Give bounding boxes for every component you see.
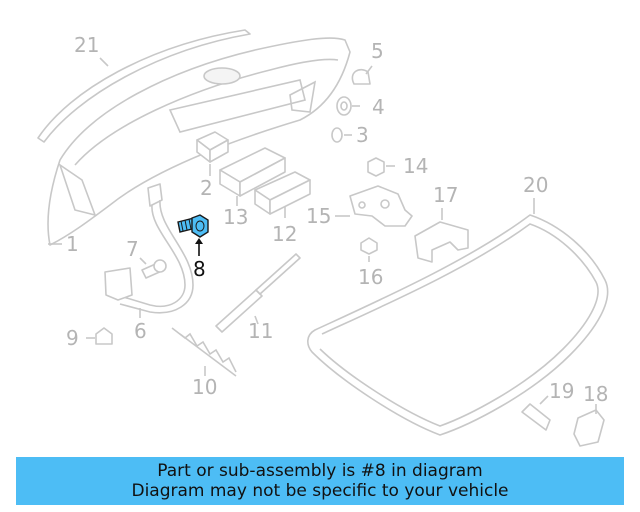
part-9-clip (86, 327, 113, 345)
banner-line-2: Diagram may not be specific to your vehi… (131, 481, 509, 501)
part-16-stud (360, 237, 378, 262)
callout-1: 1 (66, 232, 79, 256)
callout-15: 15 (306, 204, 331, 228)
part-2-bump-stop (196, 131, 229, 176)
callout-4: 4 (372, 95, 385, 119)
callout-7: 7 (126, 237, 139, 261)
callout-12: 12 (272, 222, 297, 246)
callout-3: 3 (356, 123, 369, 147)
callout-14: 14 (403, 154, 428, 178)
part-17-striker (414, 208, 469, 263)
part-7-bolt (139, 257, 167, 279)
callout-10: 10 (192, 375, 217, 399)
callout-16: 16 (358, 265, 383, 289)
part-18-stop (573, 404, 605, 447)
callout-19: 19 (549, 379, 574, 403)
part-12-switch (254, 171, 311, 218)
part-8-bolt (177, 214, 209, 256)
banner-line-1: Part or sub-assembly is #8 in diagram (157, 461, 483, 481)
callout-21: 21 (74, 33, 99, 57)
callout-11: 11 (248, 319, 273, 343)
part-21-molding (37, 29, 251, 143)
callout-2: 2 (200, 176, 213, 200)
callout-8: 8 (193, 257, 206, 281)
part-6-hinge (104, 183, 194, 318)
part-10-spring (171, 327, 237, 377)
part-19-bumper-pin (521, 395, 551, 431)
callout-9: 9 (66, 326, 79, 350)
part-3-washer (331, 127, 352, 143)
part-15-latch (335, 185, 413, 227)
diagram-notice-banner: Part or sub-assembly is #8 in diagram Di… (16, 457, 624, 505)
callout-6: 6 (134, 319, 147, 343)
callout-5: 5 (371, 39, 384, 63)
part-13-handle (219, 147, 286, 206)
callout-20: 20 (523, 173, 548, 197)
part-4-grommet (336, 96, 360, 116)
callout-13: 13 (223, 205, 248, 229)
callout-17: 17 (433, 183, 458, 207)
part-14-nut (367, 157, 395, 177)
callout-18: 18 (583, 382, 608, 406)
part-11-strut (215, 253, 301, 333)
part-20-seal (307, 198, 609, 436)
part-5-cap (351, 65, 373, 85)
